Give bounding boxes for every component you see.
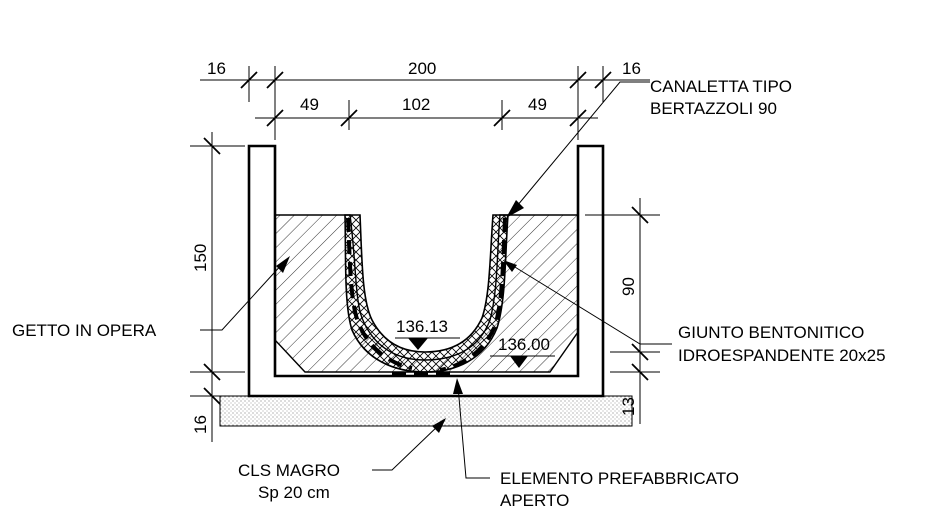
dim-height-total: 150 (191, 244, 210, 272)
dim-channel-height: 90 (619, 277, 638, 296)
dim-right-wall: 16 (622, 59, 641, 78)
leader-elemento (453, 378, 490, 479)
level-element-bottom: 136.00 (498, 335, 550, 354)
label-elemento-line2: APERTO (500, 491, 569, 510)
dim-inner-center: 102 (402, 95, 430, 114)
label-elemento-line1: ELEMENTO PREFABBRICATO (500, 469, 739, 488)
dim-inner-left: 49 (300, 95, 319, 114)
dim-outer-total: 200 (408, 59, 436, 78)
leader-getto (200, 256, 290, 331)
dimension-second-row (255, 100, 598, 130)
label-giunto-line2: IDROESPANDENTE 20x25 (678, 346, 886, 365)
dim-inner-right: 49 (528, 95, 547, 114)
lean-concrete-base (219, 395, 633, 427)
leader-cls-magro (372, 418, 446, 471)
level-marker-channel (395, 337, 460, 350)
dimension-left-vertical (190, 132, 245, 442)
label-canaletta-line2: BERTAZZOLI 90 (650, 99, 777, 118)
channel-shell (344, 214, 509, 373)
bentonite-joint-right (439, 217, 507, 372)
dimension-top-row (200, 66, 650, 140)
label-cls-line2: Sp 20 cm (258, 483, 330, 502)
dim-base-thickness: 16 (191, 415, 210, 434)
dim-bottom-gap: 13 (619, 397, 638, 416)
level-marker-element (490, 355, 555, 368)
label-giunto-line1: GIUNTO BENTONITICO (678, 323, 864, 342)
label-cls-line1: CLS MAGRO (238, 461, 340, 480)
level-channel-bottom: 136.13 (396, 317, 448, 336)
label-getto: GETTO IN OPERA (12, 321, 157, 340)
leader-giunto (503, 260, 672, 345)
bentonite-joint-left (346, 217, 413, 370)
leader-canaletta (506, 81, 650, 218)
label-canaletta-line1: CANALETTA TIPO (650, 77, 792, 96)
dim-left-wall: 16 (207, 59, 226, 78)
dimension-right-vertical (585, 198, 660, 424)
